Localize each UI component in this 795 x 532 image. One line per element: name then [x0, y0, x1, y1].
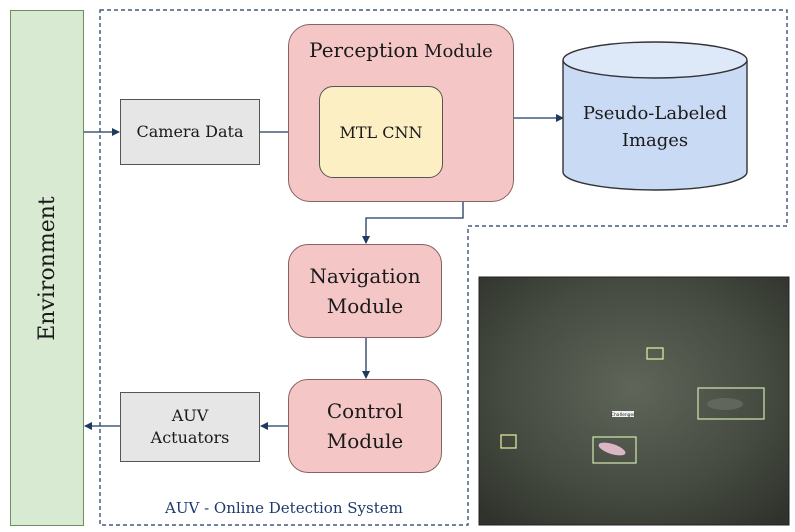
- detection-image: Challenger: [478, 276, 790, 526]
- detection-box-left: [500, 434, 517, 449]
- navigation-module-box: Navigation Module: [288, 244, 442, 338]
- system-boundary: [99, 9, 788, 526]
- pseudo-labeled-images-line1: Pseudo-Labeled: [582, 103, 728, 124]
- environment-label-wrap: Environment: [10, 10, 84, 526]
- perception-module-title: Perception Module: [288, 38, 514, 62]
- perception-title-rest: Module: [418, 41, 493, 62]
- mtl-cnn-box: MTL CNN: [319, 86, 443, 178]
- navigation-module-line1: Navigation: [309, 264, 421, 288]
- camera-data-box: Camera Data: [120, 99, 260, 165]
- perception-title-main: Perception: [309, 38, 419, 62]
- database-cylinder: [562, 41, 748, 191]
- mtl-cnn-label: MTL CNN: [339, 122, 423, 142]
- environment-box: [10, 10, 84, 526]
- detection-tag-label: Challenger: [611, 412, 635, 418]
- auv-actuators-line2: Actuators: [150, 428, 230, 447]
- auv-actuators-box: AUV Actuators: [120, 392, 260, 462]
- control-module-line1: Control: [326, 399, 404, 423]
- pseudo-labeled-images-line2: Images: [621, 130, 689, 151]
- environment-label: Environment: [34, 195, 60, 341]
- auv-actuators-line1: AUV: [171, 406, 209, 425]
- detection-box-fish: [592, 436, 637, 464]
- navigation-module-line2: Module: [326, 294, 404, 318]
- detection-tag: [612, 411, 634, 417]
- system-label: AUV - Online Detection System: [165, 499, 403, 517]
- fish-shape: [598, 442, 626, 456]
- pseudo-labeled-images-label: Pseudo-Labeled Images: [563, 100, 747, 154]
- control-module-box: Control Module: [288, 379, 442, 473]
- detection-box-large-right: [697, 387, 765, 420]
- detection-box-small-top: [646, 347, 664, 360]
- camera-data-label: Camera Data: [136, 122, 244, 141]
- control-module-line2: Module: [326, 429, 404, 453]
